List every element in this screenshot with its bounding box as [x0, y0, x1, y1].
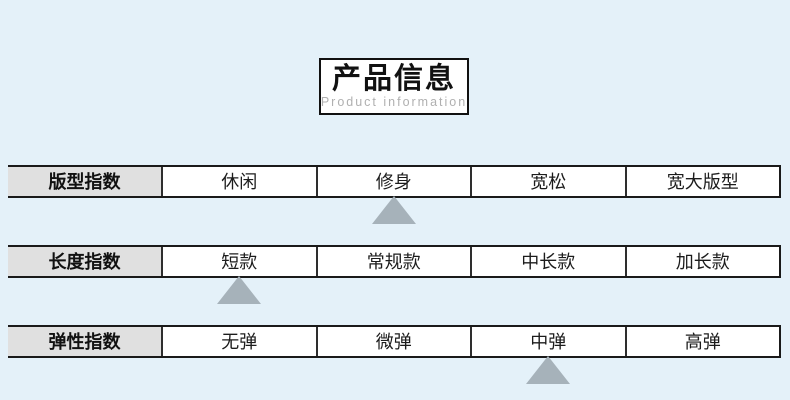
spec-option-cell: 休闲 — [161, 167, 316, 196]
product-info-subtitle: Product information — [320, 94, 468, 109]
spec-option-cell: 中长款 — [470, 247, 625, 276]
spec-row-label: 弹性指数 — [8, 327, 161, 356]
spec-option-text: 中弹 — [530, 331, 567, 352]
spec-option-cell: 宽松 — [470, 167, 625, 196]
spec-option-cell: 宽大版型 — [624, 167, 779, 196]
spec-option-cell: 加长款 — [624, 247, 779, 276]
selection-triangle-marker — [371, 196, 416, 224]
selection-triangle-marker — [217, 276, 262, 304]
spec-row-label: 版型指数 — [8, 167, 161, 196]
spec-row-fit: 版型指数 休闲 修身 宽松 宽大版型 — [8, 165, 781, 224]
selection-triangle-marker — [526, 356, 571, 384]
product-info-title: 产品信息 — [331, 63, 456, 95]
spec-option-cell: 微弹 — [315, 327, 470, 356]
spec-option-cell-selected: 短款 — [161, 247, 316, 304]
spec-option-cell-selected: 修身 — [315, 167, 470, 224]
spec-option-text: 短款 — [221, 251, 258, 272]
spec-option-cell-selected: 中弹 — [470, 327, 625, 384]
spec-row-label: 长度指数 — [8, 247, 161, 276]
spec-option-cell: 常规款 — [315, 247, 470, 276]
spec-option-text: 修身 — [375, 171, 412, 192]
spec-row-length: 长度指数 短款 常规款 中长款 加长款 — [8, 245, 781, 304]
product-info-title-box: 产品信息 Product information — [319, 58, 469, 115]
spec-row-elasticity: 弹性指数 无弹 微弹 中弹 高弹 — [8, 325, 781, 384]
spec-option-cell: 高弹 — [624, 327, 779, 356]
spec-option-cell: 无弹 — [161, 327, 316, 356]
